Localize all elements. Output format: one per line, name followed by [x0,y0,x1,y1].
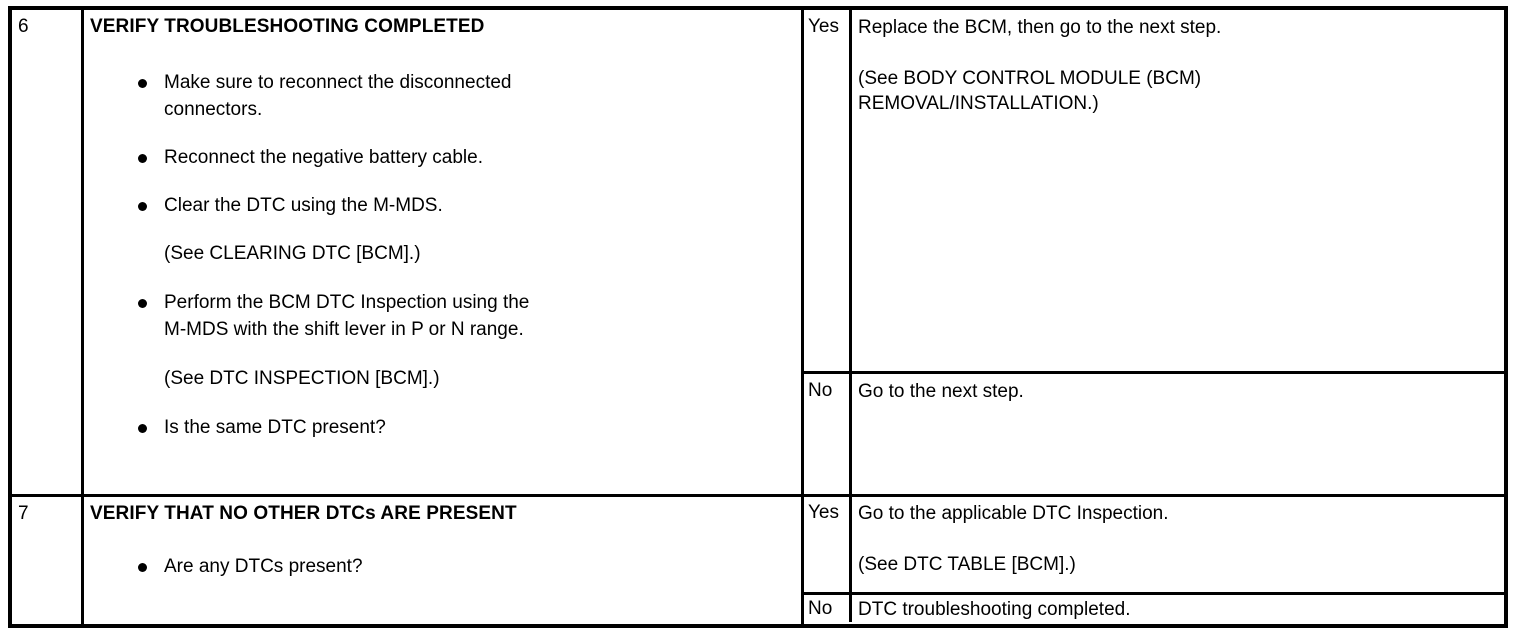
list-item: Are any DTCs present? [90,553,791,580]
answer-line: REMOVAL/INSTALLATION.) [858,93,1099,114]
step-number-6: 6 [18,16,29,37]
list-item: Make sure to reconnect the disconnected … [90,69,791,123]
list-item: Perform the BCM DTC Inspection using the… [90,289,791,343]
bullet-dot-icon [138,299,147,308]
bullet-dot-icon [138,563,147,572]
answer-body-no-6: Go to the next step. [852,374,1504,494]
bullet-dot-icon [138,202,147,211]
list-item-line: Make sure to reconnect the disconnected [164,72,512,93]
answer-line: Go to the next step. [858,381,1024,402]
step-number-cell-7: 7 [12,497,84,625]
answer-line: Replace the BCM, then go to the next ste… [858,17,1222,38]
table-row-step-7: 7 VERIFY THAT NO OTHER DTCs ARE PRESENT … [12,497,1504,625]
list-item-line: Clear the DTC using the M-MDS. [164,195,443,216]
instruction-list-7: Are any DTCs present? [90,553,791,580]
answer-body-yes-7: Go to the applicable DTC Inspection. (Se… [852,497,1504,592]
bullet-dot-icon [138,154,147,163]
answer-label-yes: Yes [804,10,852,371]
bullet-dot-icon [138,79,147,88]
answer-line: DTC troubleshooting completed. [858,599,1131,620]
reference-note: (See CLEARING DTC [BCM].) [164,243,421,264]
step-title-7: VERIFY THAT NO OTHER DTCs ARE PRESENT [90,503,517,524]
answer-line: (See DTC TABLE [BCM].) [858,554,1076,575]
list-item: Is the same DTC present? [90,414,791,441]
answer-line: (See BODY CONTROL MODULE (BCM) [858,68,1202,89]
instruction-cell-7: VERIFY THAT NO OTHER DTCs ARE PRESENT Ar… [84,497,804,625]
step-title-6: VERIFY TROUBLESHOOTING COMPLETED [90,16,485,37]
reference-note: (See DTC INSPECTION [BCM].) [164,368,440,389]
list-item-line: connectors. [164,99,263,120]
answer-block-yes-6: Yes Replace the BCM, then go to the next… [804,10,1504,374]
bullet-dot-icon [138,424,147,433]
list-item: Clear the DTC using the M-MDS. [90,192,791,219]
answer-label-no: No [804,374,852,494]
answer-label-no: No [804,595,852,622]
instruction-cell-6: VERIFY TROUBLESHOOTING COMPLETED Make su… [84,10,804,494]
step-number-7: 7 [18,503,29,524]
table-row-step-6: 6 VERIFY TROUBLESHOOTING COMPLETED Make … [12,10,1504,497]
list-item: Reconnect the negative battery cable. [90,144,791,171]
answer-block-no-6: No Go to the next step. [804,374,1504,494]
list-item-line: Are any DTCs present? [164,556,363,577]
answer-column-7: Yes Go to the applicable DTC Inspection.… [804,497,1504,625]
list-item-line: Reconnect the negative battery cable. [164,147,483,168]
answer-column-6: Yes Replace the BCM, then go to the next… [804,10,1504,494]
answer-block-yes-7: Yes Go to the applicable DTC Inspection.… [804,497,1504,595]
list-item-line: Perform the BCM DTC Inspection using the [164,292,530,313]
answer-body-yes-6: Replace the BCM, then go to the next ste… [852,10,1504,371]
answer-line: Go to the applicable DTC Inspection. [858,503,1169,524]
list-item-line: M-MDS with the shift lever in P or N ran… [164,319,524,340]
answer-body-no-7: DTC troubleshooting completed. [852,595,1504,622]
instruction-list-6: Make sure to reconnect the disconnected … [90,69,791,441]
troubleshooting-table: 6 VERIFY TROUBLESHOOTING COMPLETED Make … [8,6,1508,628]
step-number-cell-6: 6 [12,10,84,494]
answer-block-no-7: No DTC troubleshooting completed. [804,595,1504,622]
answer-label-yes: Yes [804,497,852,592]
list-item-line: Is the same DTC present? [164,417,386,438]
